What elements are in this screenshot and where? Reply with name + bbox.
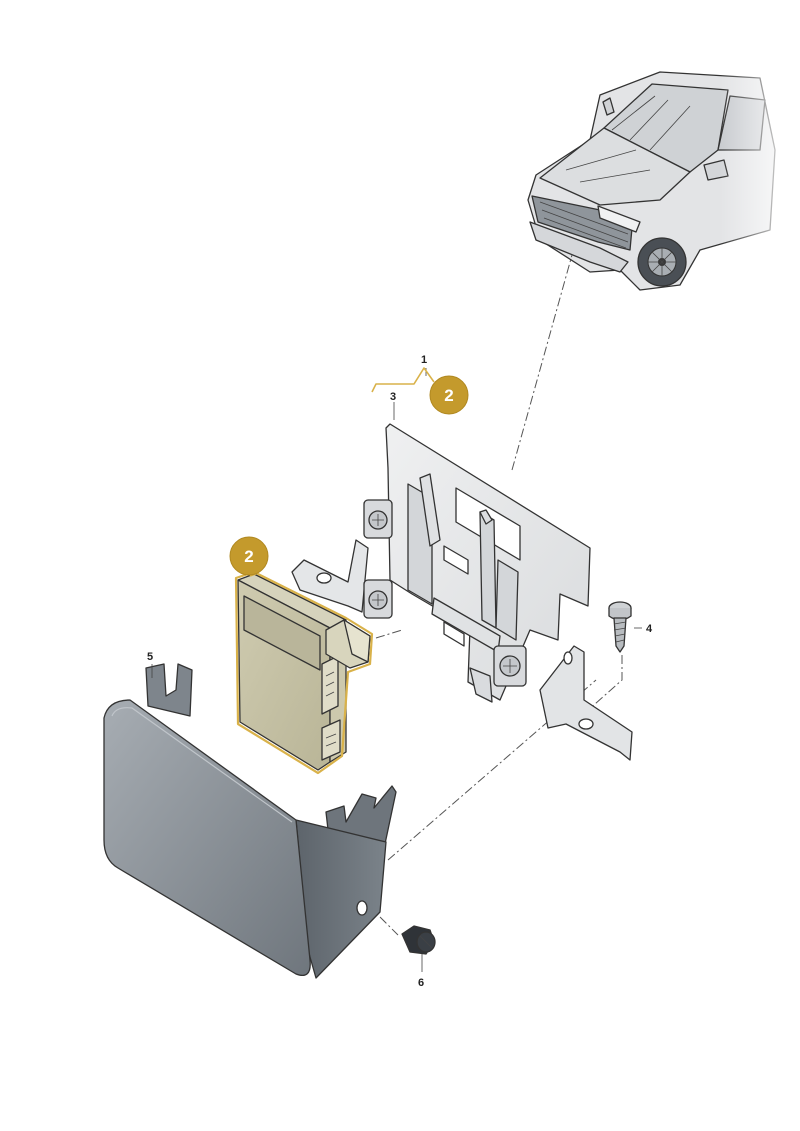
cover (103, 663, 397, 979)
highlight-badge[interactable]: 2 (229, 536, 269, 576)
callout-leaders (151, 367, 642, 972)
clip-nut (401, 925, 436, 955)
bracket-fastener (363, 579, 393, 619)
part-number-1: 1 (421, 354, 427, 366)
vehicle-illustration (527, 60, 800, 310)
badge-label: 2 (244, 547, 253, 566)
bracket-fastener (493, 645, 527, 687)
badge-label: 2 (444, 386, 453, 405)
part-number-3: 3 (390, 391, 396, 403)
highlight-badge[interactable]: 2 (429, 375, 469, 415)
part-number-6: 6 (418, 977, 424, 989)
part-number-4: 4 (646, 623, 653, 635)
bracket-fastener (363, 499, 393, 539)
mounting-bracket (291, 423, 633, 761)
control-module (234, 570, 374, 775)
part-number-5: 5 (147, 651, 153, 663)
screw (608, 601, 632, 653)
